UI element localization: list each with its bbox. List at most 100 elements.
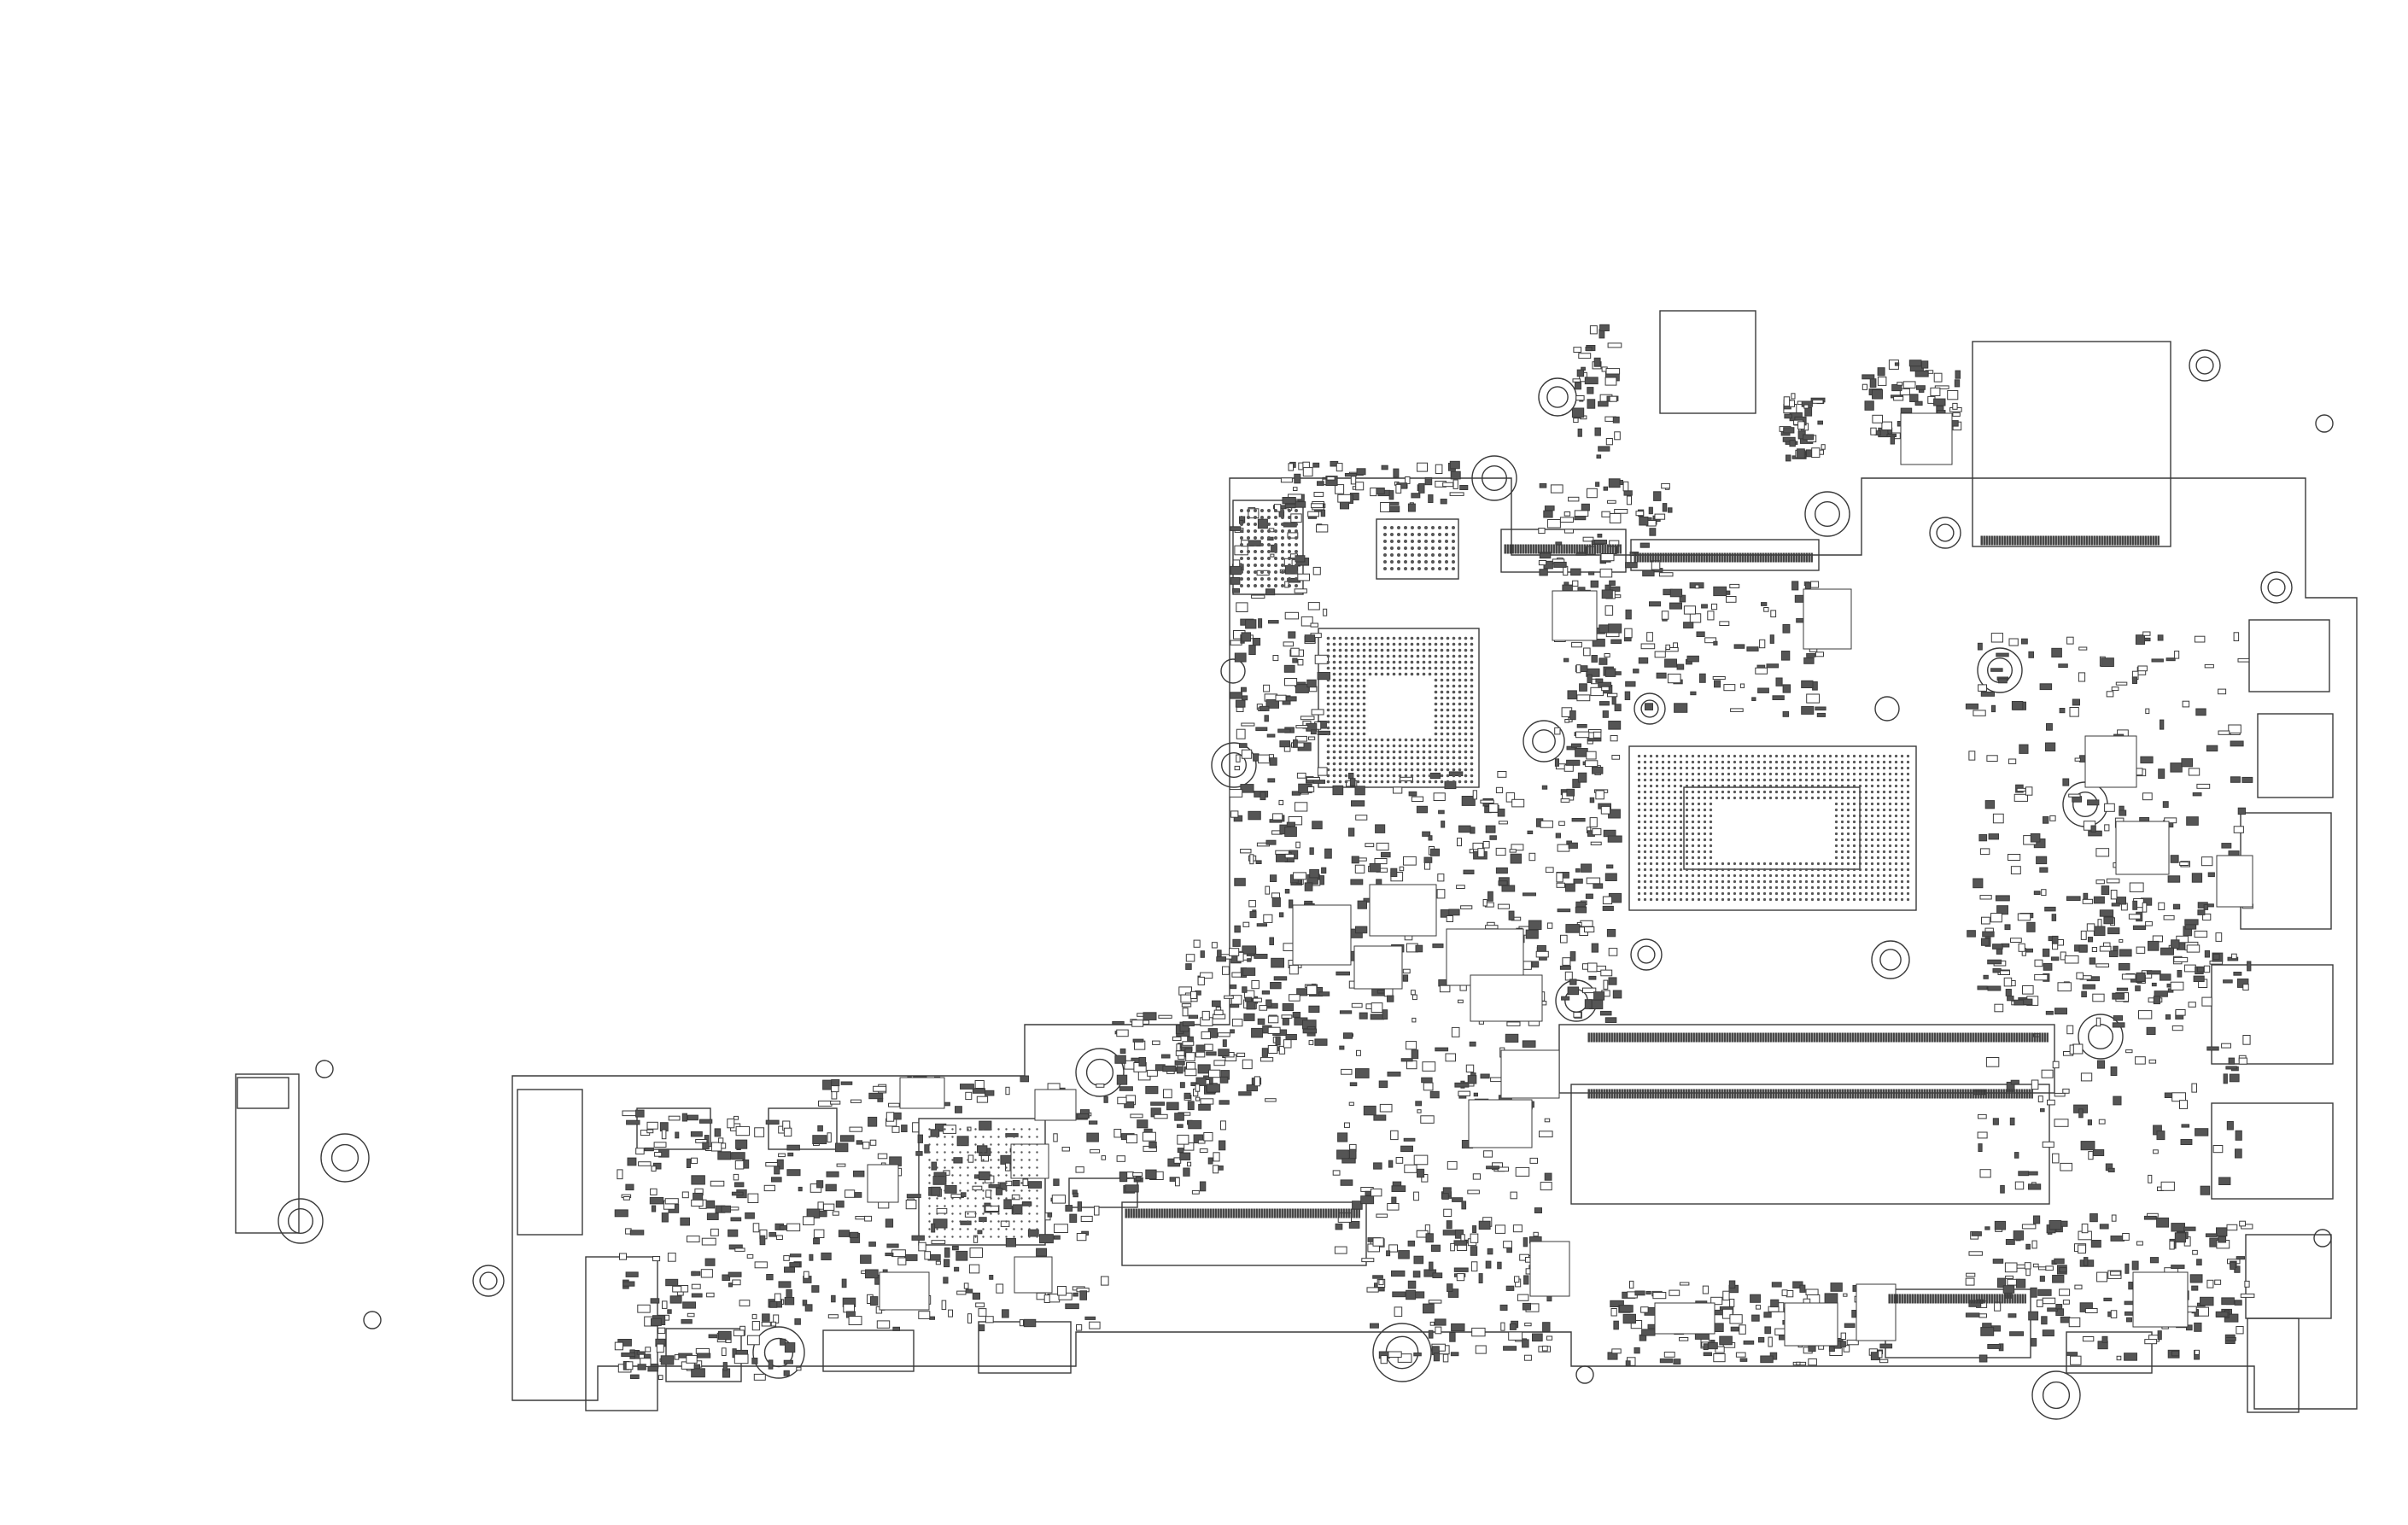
smd-component <box>804 1304 813 1312</box>
connector-pin <box>1928 1089 1931 1099</box>
bga-ball <box>1715 891 1719 896</box>
connector-pin <box>1291 1208 1294 1218</box>
connector-pin <box>1558 544 1560 554</box>
smd-component <box>1269 937 1275 945</box>
smd-component <box>1566 759 1581 766</box>
connector-pin <box>1690 552 1692 563</box>
smd-component <box>651 1166 657 1172</box>
bga-ball <box>1374 750 1378 754</box>
bga-ball <box>1673 796 1677 800</box>
connector-pin <box>2052 535 2054 546</box>
bga-ball <box>1392 756 1396 760</box>
smd-component <box>1601 511 1610 517</box>
bga-ball <box>1900 772 1904 776</box>
smd-component <box>1495 867 1508 874</box>
smd-component <box>1771 1282 1782 1288</box>
smd-component <box>1344 1122 1350 1128</box>
bga-ball <box>1643 885 1647 890</box>
bga-ball <box>1852 850 1856 854</box>
connector-pin <box>1836 1032 1838 1043</box>
bga-ball <box>1727 874 1731 878</box>
connector-pin <box>1941 1089 1943 1099</box>
bga-ball <box>1685 802 1689 806</box>
mounting-hole-inner <box>1532 729 1556 753</box>
bga-ball <box>1464 750 1468 754</box>
connector-pin <box>1608 1032 1610 1043</box>
bga-ball <box>1852 868 1856 872</box>
bga-ball <box>1446 648 1450 652</box>
bga-ball <box>1906 862 1910 866</box>
bga-ball <box>1762 760 1767 764</box>
ic-package <box>2115 821 2170 875</box>
smd-component <box>1234 765 1241 771</box>
mounting-hole-inner <box>1546 386 1569 408</box>
connector-pin <box>1207 1208 1209 1218</box>
bga-ball <box>1882 879 1886 884</box>
bga-ball <box>1661 796 1665 800</box>
smd-component <box>2069 707 2079 717</box>
bga-ball <box>1410 750 1414 754</box>
bga-ball <box>1661 868 1665 872</box>
bga-ball <box>1464 774 1468 778</box>
smd-component <box>1452 479 1458 489</box>
connector-pin <box>1347 1208 1350 1218</box>
smd-component <box>1439 985 1451 993</box>
bga-ball <box>1362 660 1366 664</box>
bga-ball <box>1416 654 1420 658</box>
bga-ball <box>1691 778 1695 782</box>
smd-component <box>956 1290 967 1295</box>
smd-component <box>2004 924 2011 931</box>
smd-component <box>1952 402 1958 410</box>
bga-ball <box>1452 738 1456 742</box>
connector-pin <box>1952 1294 1955 1304</box>
connector-pin <box>2149 535 2152 546</box>
connector-pin <box>1967 1089 1969 1099</box>
smd-component <box>2076 972 2084 979</box>
bga-ball <box>1786 766 1791 770</box>
bga-ball <box>1247 584 1250 587</box>
bga-ball <box>1356 732 1360 736</box>
connector-pin <box>2038 1032 2041 1043</box>
smd-component <box>1505 1033 1519 1043</box>
connector-pin <box>1636 1089 1639 1099</box>
bga-ball <box>1756 790 1761 794</box>
connector-pin <box>1672 552 1674 563</box>
smd-component <box>1593 883 1604 889</box>
smd-component <box>1344 473 1357 477</box>
smd-component <box>1418 482 1425 494</box>
bga-ball <box>1858 885 1862 890</box>
bga-ball <box>1240 570 1243 574</box>
connector-pin <box>2098 535 2101 546</box>
bga-ball <box>1697 802 1701 806</box>
smd-component <box>691 1175 705 1185</box>
smd-component <box>2177 970 2183 978</box>
bga-ball <box>1288 543 1291 546</box>
bga-ball <box>1697 885 1701 890</box>
smd-component <box>1816 712 1826 717</box>
smd-component <box>1086 1132 1099 1142</box>
bga-ball <box>1267 584 1271 587</box>
smd-component <box>1652 1292 1667 1300</box>
bga-ball <box>1774 772 1779 776</box>
bga-ball <box>1649 897 1653 902</box>
smd-component <box>1576 369 1585 377</box>
connector-pin <box>1604 544 1606 554</box>
bga-ball <box>1888 790 1892 794</box>
smd-component <box>1390 868 1398 878</box>
ic-package <box>1856 1283 1897 1341</box>
smd-component <box>1971 1231 1982 1236</box>
bga-ball <box>1661 832 1665 836</box>
smd-component <box>1607 835 1622 843</box>
smd-component <box>1444 780 1457 790</box>
smd-component <box>1730 1326 1739 1332</box>
smd-component <box>1284 853 1295 859</box>
bga-ball <box>1792 784 1797 788</box>
connector-pin <box>1918 1089 1920 1099</box>
connector-pin <box>1777 552 1780 563</box>
smd-component <box>1546 922 1553 929</box>
bga-ball <box>1637 820 1641 824</box>
bga-ball <box>1655 784 1659 788</box>
smd-component <box>1573 878 1583 884</box>
bga-ball <box>1727 784 1731 788</box>
bga-ball <box>1828 754 1832 758</box>
